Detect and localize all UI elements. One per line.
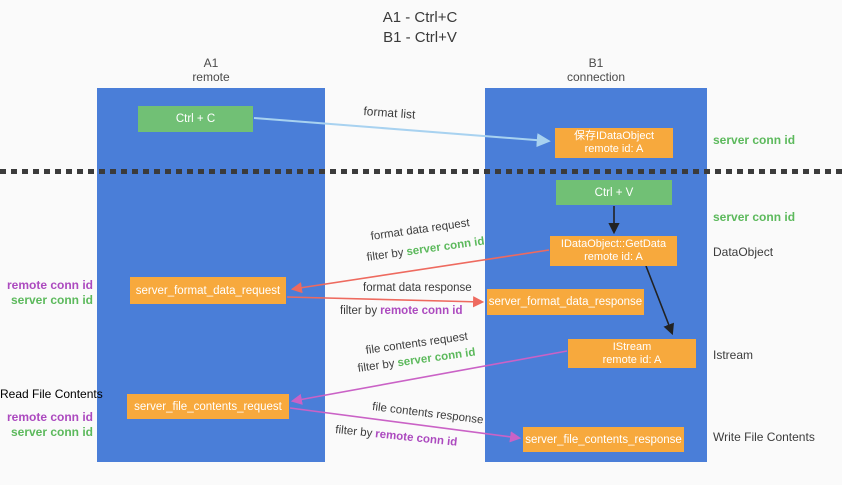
save-idataobject-line1: 保存IDataObject xyxy=(573,130,655,142)
write-file-contents-label: Write File Contents xyxy=(713,430,815,444)
diagram-title: A1 - Ctrl+C B1 - Ctrl+V xyxy=(330,8,510,48)
getdata-line1: IDataObject::GetData xyxy=(560,238,667,250)
idataobject-getdata-box: IDataObject::GetData remote id: A xyxy=(550,236,677,266)
server-format-data-response-box: server_format_data_response xyxy=(487,289,644,315)
column-a1-id: A1 xyxy=(203,56,219,70)
filter-by-text: filter by xyxy=(357,357,396,375)
server-file-contents-request-box: server_file_contents_request xyxy=(127,394,289,419)
session-divider-dotted-line xyxy=(0,169,842,174)
server-conn-id-text: server conn id xyxy=(405,235,486,259)
getdata-line2: remote id: A xyxy=(584,251,643,263)
server-conn-id-right-top: server conn id xyxy=(713,133,796,147)
read-file-contents-label: Read File Contents xyxy=(0,387,103,401)
filter-by-text: filter by xyxy=(334,424,373,440)
dataobject-label: DataObject xyxy=(713,245,774,259)
istream-label: Istream xyxy=(713,348,754,362)
save-idataobject-line2: remote id: A xyxy=(584,143,644,155)
format-data-response-label: format data response xyxy=(363,282,472,294)
istream-box: IStream remote id: A xyxy=(568,339,696,368)
server-format-data-request-box: server_format_data_request xyxy=(130,277,286,304)
ctrl-c-box: Ctrl + C xyxy=(138,106,253,132)
filter-by-text: filter by xyxy=(366,246,405,264)
remote-conn-id-text: remote conn id xyxy=(380,305,463,317)
server-conn-id-label: server conn id xyxy=(10,425,93,439)
left-conn-ids-top: remote conn id server conn id xyxy=(0,278,93,308)
column-a1-role: remote xyxy=(192,70,230,84)
column-header-b1: B1 connection xyxy=(526,56,666,84)
server-file-contents-response-box: server_file_contents_response xyxy=(523,427,684,452)
remote-conn-id-label: remote conn id xyxy=(6,278,93,292)
format-list-label: format list xyxy=(363,104,416,122)
file-contents-response-label: file contents response xyxy=(371,401,485,427)
title-line-2: B1 - Ctrl+V xyxy=(383,29,457,46)
column-b1-id: B1 xyxy=(588,56,604,70)
remote-conn-id-text: remote conn id xyxy=(374,428,458,449)
server-conn-id-right-mid: server conn id xyxy=(713,210,796,224)
filter-by-text: filter by xyxy=(340,305,378,317)
server-conn-id-label: server conn id xyxy=(10,293,93,307)
remote-conn-id-label: remote conn id xyxy=(6,410,93,424)
title-line-1: A1 - Ctrl+C xyxy=(382,9,458,26)
ctrl-v-box: Ctrl + V xyxy=(556,180,672,205)
istream-line1: IStream xyxy=(612,340,652,353)
left-conn-ids-bottom: remote conn id server conn id xyxy=(0,410,93,440)
column-b1-role: connection xyxy=(566,70,626,84)
istream-line2: remote id: A xyxy=(602,353,662,366)
save-idataobject-box: 保存IDataObject remote id: A xyxy=(555,128,673,158)
column-header-a1: A1 remote xyxy=(141,56,281,84)
